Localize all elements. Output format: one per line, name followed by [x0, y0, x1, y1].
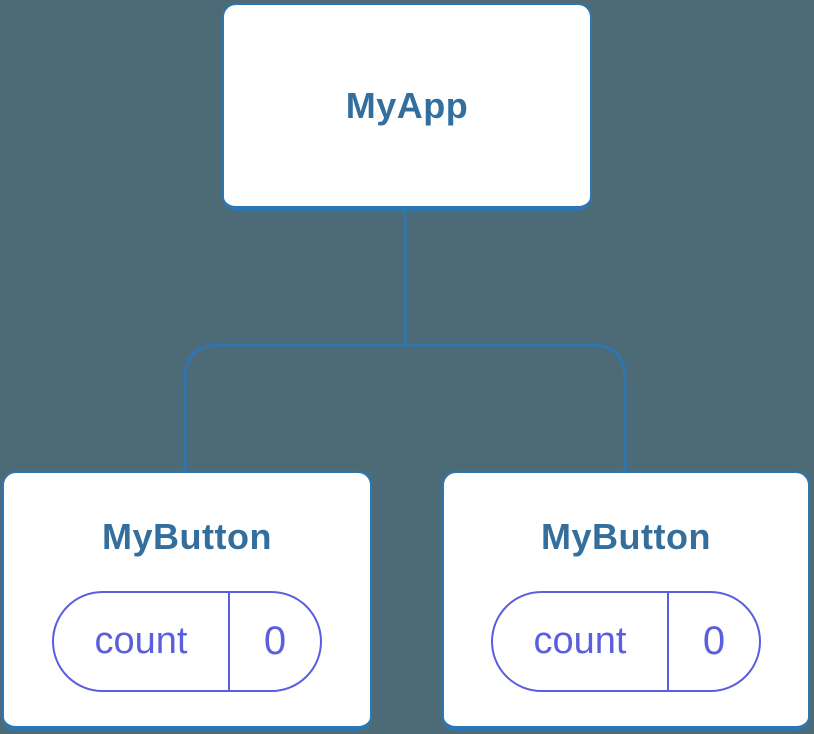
component-title: MyButton: [102, 516, 272, 557]
state-value-cell: 0: [669, 593, 759, 690]
state-value: 0: [702, 619, 726, 663]
component-title: MyApp: [345, 84, 469, 126]
state-pill-divider: [667, 593, 669, 690]
state-label-cell: count: [493, 593, 667, 690]
component-node-child-right: MyButton count 0: [442, 471, 810, 731]
state-pill: count 0: [52, 591, 322, 692]
component-node-root: MyApp: [222, 3, 592, 211]
state-pill-divider: [228, 593, 230, 690]
state-value: 0: [263, 619, 287, 663]
state-pill: count 0: [491, 591, 761, 692]
component-node-child-left: MyButton count 0: [2, 471, 372, 731]
state-label: count: [94, 620, 188, 662]
children-bracket-line: [183, 343, 627, 473]
state-value-cell: 0: [230, 593, 320, 690]
component-title: MyButton: [541, 516, 711, 557]
state-label: count: [533, 620, 627, 662]
state-label-cell: count: [54, 593, 228, 690]
